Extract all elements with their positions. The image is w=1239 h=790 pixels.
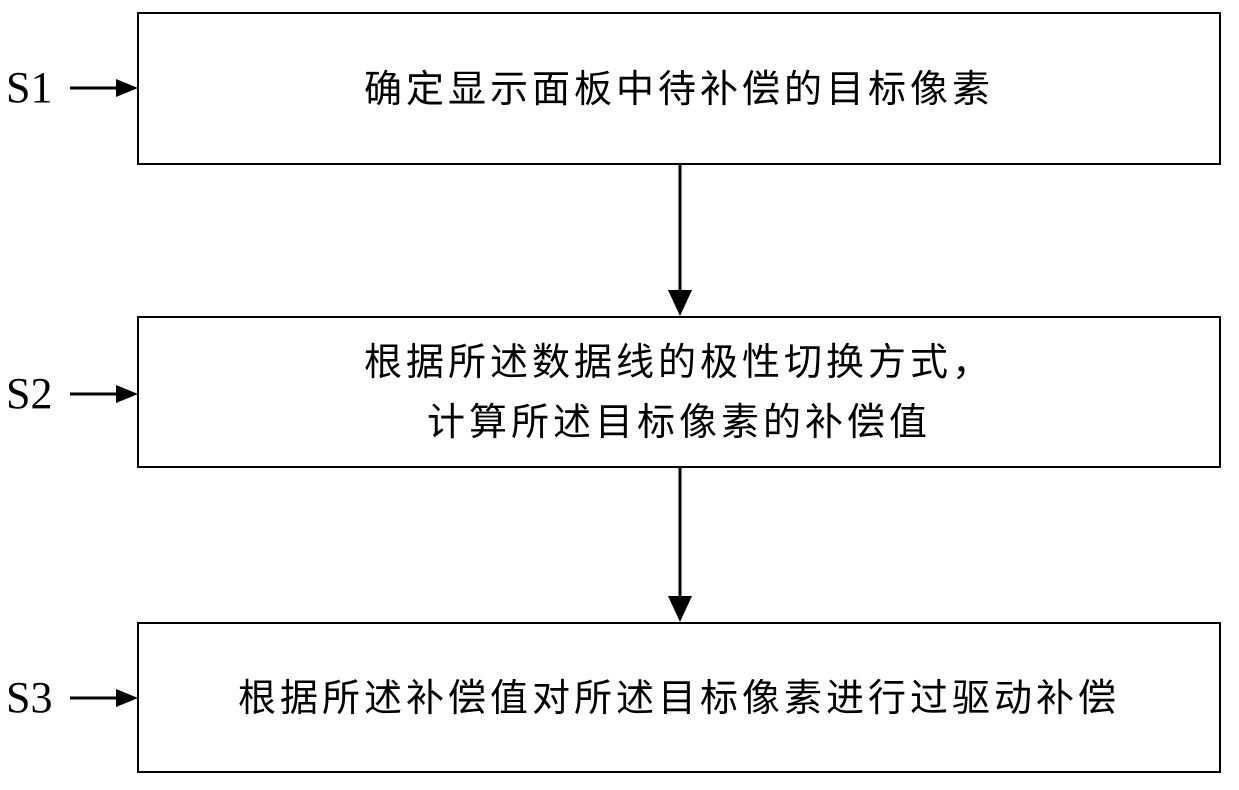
label-arrow-s2 (70, 385, 138, 403)
flow-arrow-s2-s3 (668, 468, 692, 622)
step-label-s1: S1 (6, 66, 52, 110)
step-box-s2: 根据所述数据线的极性切换方式， 计算所述目标像素的补偿值 (137, 316, 1221, 468)
step-text-s1: 确定显示面板中待补偿的目标像素 (364, 59, 994, 119)
step-box-s3: 根据所述补偿值对所述目标像素进行过驱动补偿 (137, 622, 1221, 773)
step-box-s1: 确定显示面板中待补偿的目标像素 (137, 12, 1221, 165)
flow-arrow-s1-s2 (668, 165, 692, 316)
step-text-s2-line2: 计算所述目标像素的补偿值 (427, 392, 931, 452)
label-arrow-s3 (70, 689, 138, 707)
step-label-s2: S2 (6, 372, 52, 416)
step-text-s3: 根据所述补偿值对所述目标像素进行过驱动补偿 (238, 668, 1120, 728)
label-arrow-s1 (70, 79, 138, 97)
step-label-s3: S3 (6, 676, 52, 720)
step-text-s2-line1: 根据所述数据线的极性切换方式， (364, 332, 994, 392)
